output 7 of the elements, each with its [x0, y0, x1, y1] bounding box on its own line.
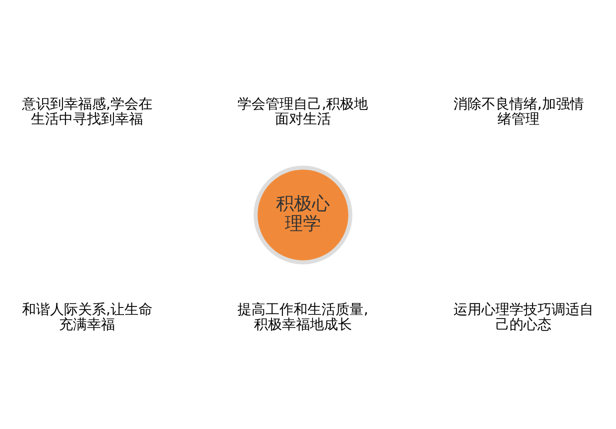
label: 消除不良情绪,加强情绪管理	[453, 96, 584, 127]
node-circle: 积极心理学	[254, 165, 352, 264]
label: 提高工作和生活质量,积极幸福地成长	[238, 301, 368, 333]
label: 意识到幸福感,学会在生活中寻找到幸福	[22, 96, 152, 127]
label: 学会管理自己,积极地面对生活	[238, 96, 368, 127]
label: 运用心理学技巧调适自己的心态	[454, 301, 594, 333]
label: 和谐人际关系,让生命充满幸福	[22, 301, 152, 333]
